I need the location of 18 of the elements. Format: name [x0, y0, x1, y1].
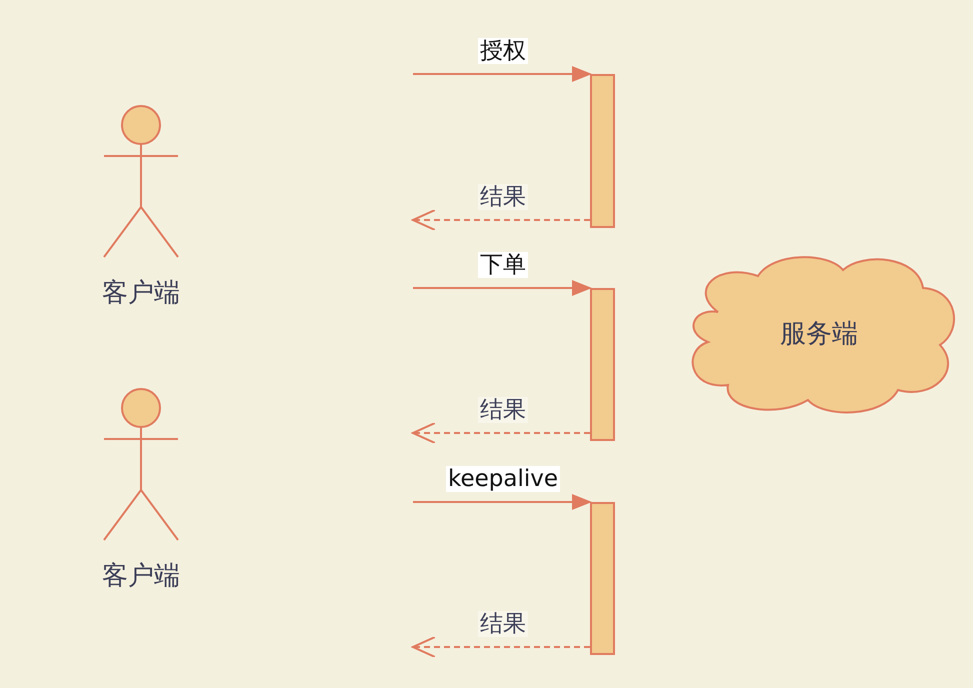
arrow: [413, 66, 592, 82]
edge-label: 结果: [478, 611, 528, 637]
activation-bar: [590, 74, 615, 228]
person-label: 客户端: [102, 278, 180, 308]
edge-label: 结果: [478, 397, 528, 423]
edge-label: keepalive: [446, 466, 560, 492]
return-arrow: [412, 422, 590, 444]
edge-label: 结果: [478, 184, 528, 210]
activation-bar: [590, 502, 615, 655]
edge-label: 授权: [478, 38, 528, 64]
edge-label: 下单: [478, 252, 528, 278]
arrow: [413, 280, 592, 296]
arrow: [413, 494, 592, 510]
activation-bar: [590, 288, 615, 441]
person-label: 客户端: [102, 561, 180, 591]
return-arrow: [412, 636, 590, 658]
cloud-label: 服务端: [780, 319, 858, 349]
return-arrow: [412, 209, 590, 231]
